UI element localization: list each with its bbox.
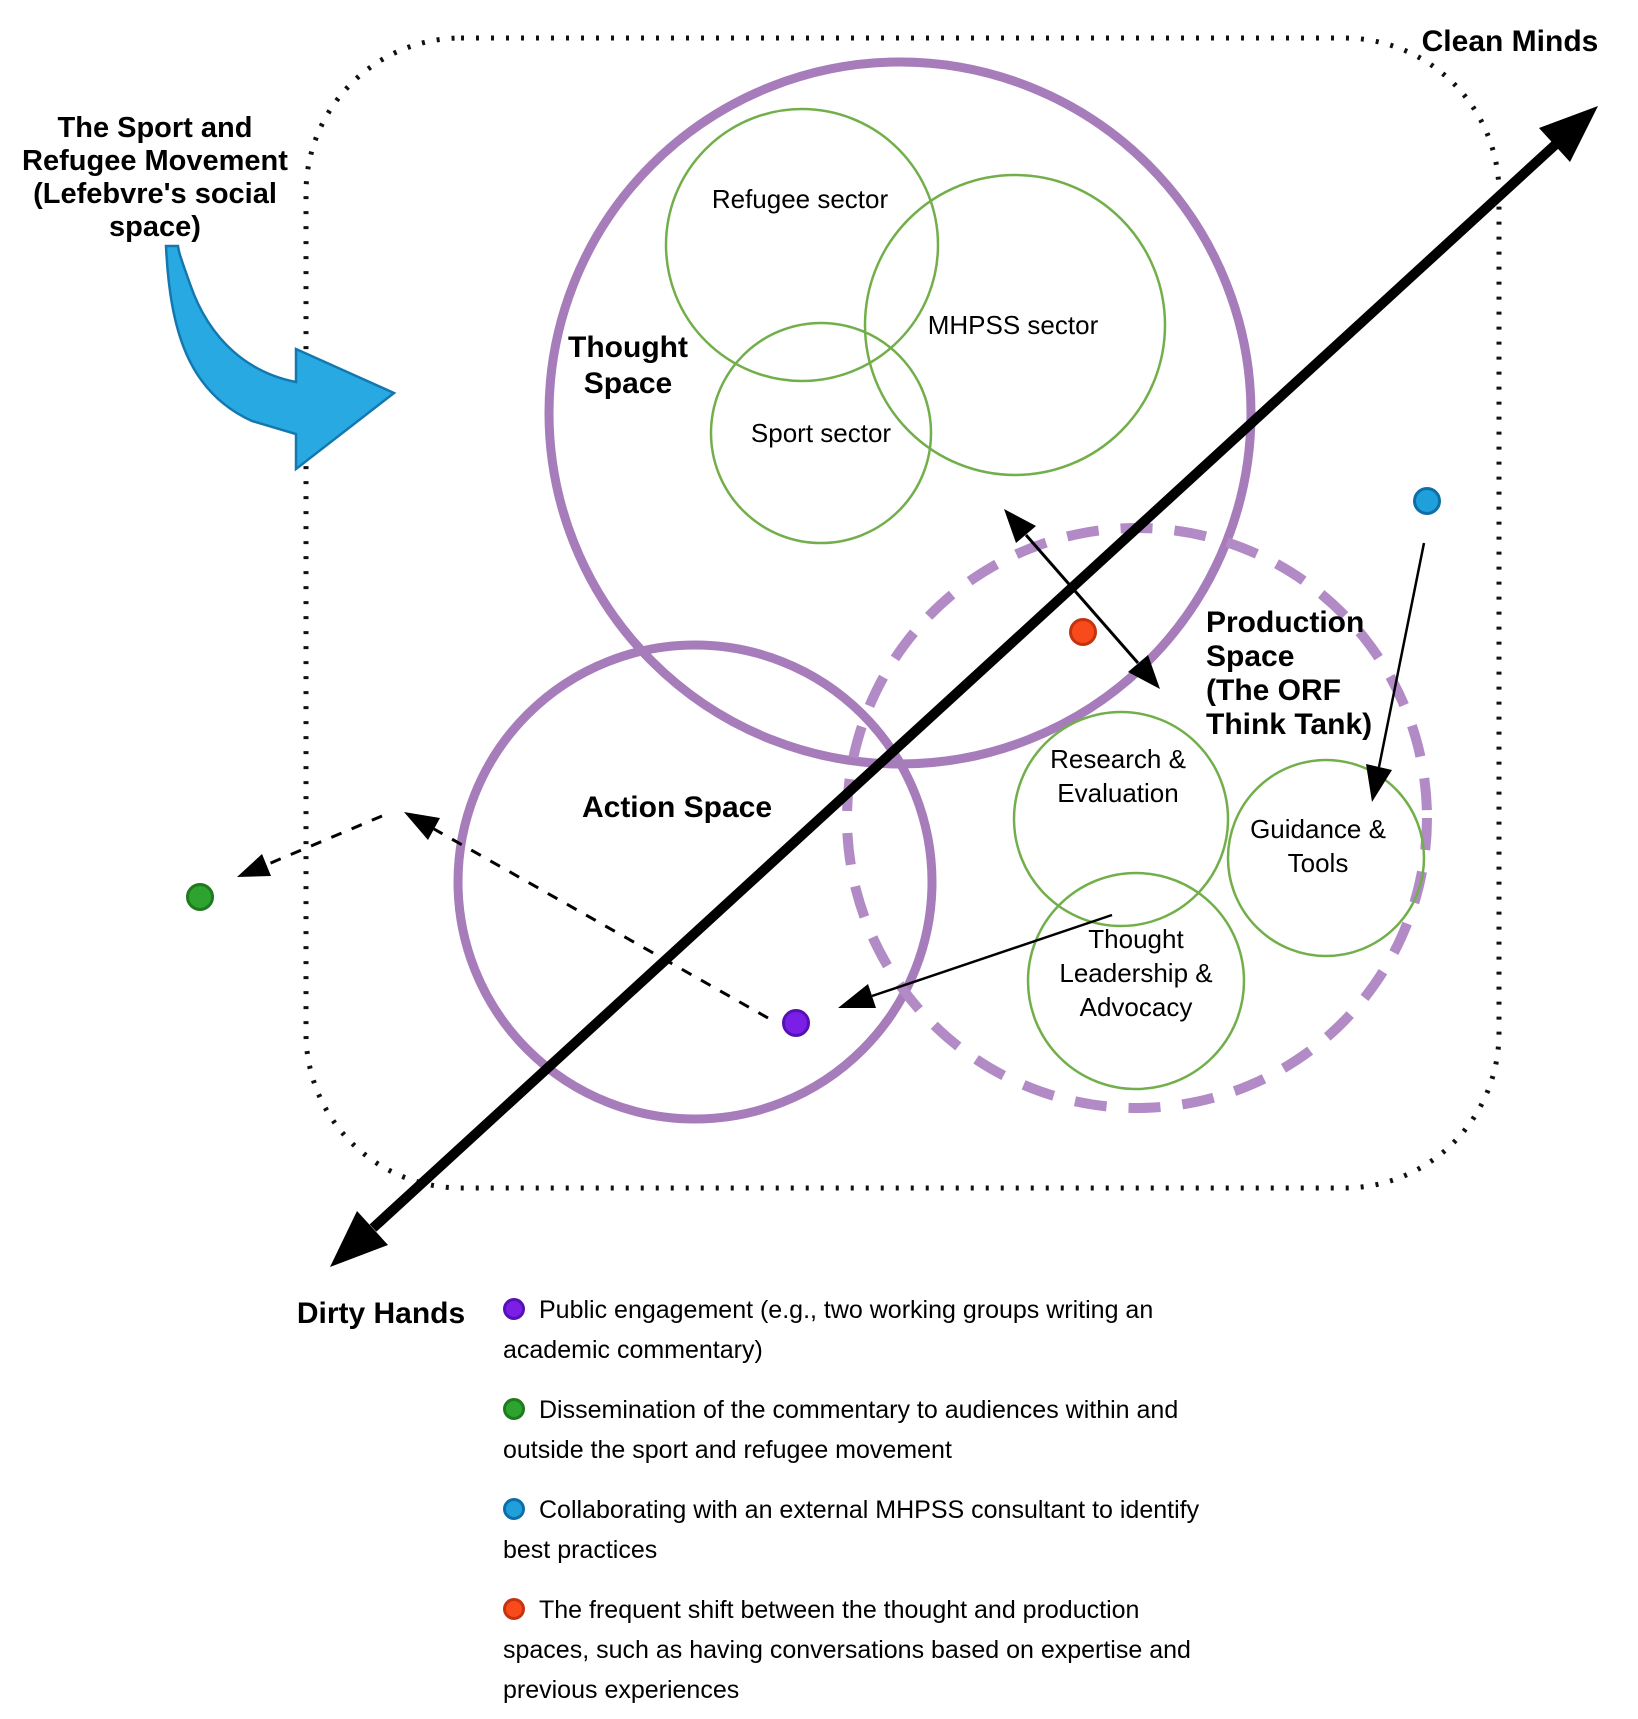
mhpss-sector-circle <box>863 173 1167 477</box>
research-evaluation-label: Research & Evaluation <box>998 742 1238 810</box>
guidance-tools-circle <box>1226 758 1426 958</box>
guidance-tools-label: Guidance & Tools <box>1198 812 1438 880</box>
dissemination-arrowhead-1 <box>404 812 440 840</box>
orange-dot-icon <box>503 1598 525 1620</box>
consultant-arrow <box>1377 542 1426 768</box>
consultant-arrowhead <box>1366 764 1392 802</box>
sport-sector-circle <box>709 321 933 545</box>
shift-arrowhead-down <box>1128 655 1160 689</box>
engagement-arrowhead <box>838 984 876 1008</box>
social-space-label-line: Refugee Movement <box>22 145 288 177</box>
axis-arrowhead-clean-minds <box>1539 106 1598 162</box>
clean-minds-label: Clean Minds <box>1421 25 1599 58</box>
dirty-hands-label: Dirty Hands <box>296 1297 466 1330</box>
blue-dot-icon <box>503 1498 525 1520</box>
axis-arrowhead-dirty-hands <box>330 1211 388 1267</box>
sport-sector-label: Sport sector <box>750 418 892 448</box>
legend-item-text: Collaborating with an external MHPSS con… <box>503 1496 1200 1564</box>
legend-item-dissemination: Dissemination of the commentary to audie… <box>503 1390 1227 1470</box>
production-space-label-line: Production <box>1206 606 1365 639</box>
thought-space-label: Thought Space <box>528 330 728 402</box>
production-space-label-line: (The ORF <box>1206 674 1341 707</box>
green-dot-icon <box>503 1398 525 1420</box>
mhpss-sector-label: MHPSS sector <box>927 310 1099 340</box>
research-evaluation-label-line: Evaluation <box>1057 778 1179 808</box>
thought-leadership-label-line: Thought <box>1088 924 1184 954</box>
axis-line <box>369 141 1559 1232</box>
thought-leadership-label-line: Leadership & <box>1059 958 1213 988</box>
thought-leadership-label-line: Advocacy <box>1079 992 1193 1022</box>
legend-item-shift: The frequent shift between the thought a… <box>503 1590 1227 1710</box>
thought-production-shift-arrow <box>1024 534 1140 664</box>
dissemination-arrowhead-2 <box>237 854 271 877</box>
dissemination-arrow-2 <box>265 814 383 867</box>
legend-item-public-engagement: Public engagement (e.g., two working gro… <box>503 1290 1227 1370</box>
legend-item-consultant: Collaborating with an external MHPSS con… <box>503 1490 1227 1570</box>
production-space-label-line: Think Tank) <box>1206 708 1373 741</box>
flow-arrow-icon <box>164 244 397 472</box>
thought-leadership-label: Thought Leadership & Advocacy <box>1016 922 1256 1024</box>
shift-arrowhead-up <box>1004 509 1036 543</box>
legend-item-text: Public engagement (e.g., two working gro… <box>503 1296 1154 1364</box>
purple-dot-icon <box>503 1298 525 1320</box>
social-space-boundary <box>303 35 1502 1191</box>
engagement-arrow <box>871 913 1113 998</box>
production-space-label-line: Space <box>1206 640 1295 673</box>
legend-item-text: The frequent shift between the thought a… <box>503 1596 1191 1704</box>
action-space-label: Action Space <box>581 791 773 824</box>
consultant-dot <box>1413 487 1441 515</box>
legend-item-text: Dissemination of the commentary to audie… <box>503 1396 1179 1464</box>
refugee-sector-circle <box>664 107 940 383</box>
thought-space-label-line: Thought <box>568 331 688 364</box>
action-space-circle <box>453 640 937 1124</box>
research-evaluation-circle <box>1012 710 1230 928</box>
production-space-label: Production Space (The ORF Think Tank) <box>1206 606 1456 742</box>
research-evaluation-label-line: Research & <box>1050 744 1186 774</box>
guidance-tools-label-line: Guidance & <box>1250 814 1386 844</box>
social-space-label: The Sport and Refugee Movement (Lefebvre… <box>10 112 300 244</box>
guidance-tools-label-line: Tools <box>1287 848 1349 878</box>
thought-space-label-line: Space <box>583 367 673 400</box>
social-space-label-line: (Lefebvre's social <box>33 178 277 210</box>
refugee-sector-label: Refugee sector <box>711 184 889 214</box>
thought-leadership-circle <box>1026 871 1246 1091</box>
public-engagement-dot <box>782 1009 810 1037</box>
dissemination-dot <box>186 883 214 911</box>
social-space-label-line: space) <box>109 211 201 243</box>
shift-dot <box>1069 618 1097 646</box>
social-space-label-line: The Sport and <box>57 112 253 144</box>
